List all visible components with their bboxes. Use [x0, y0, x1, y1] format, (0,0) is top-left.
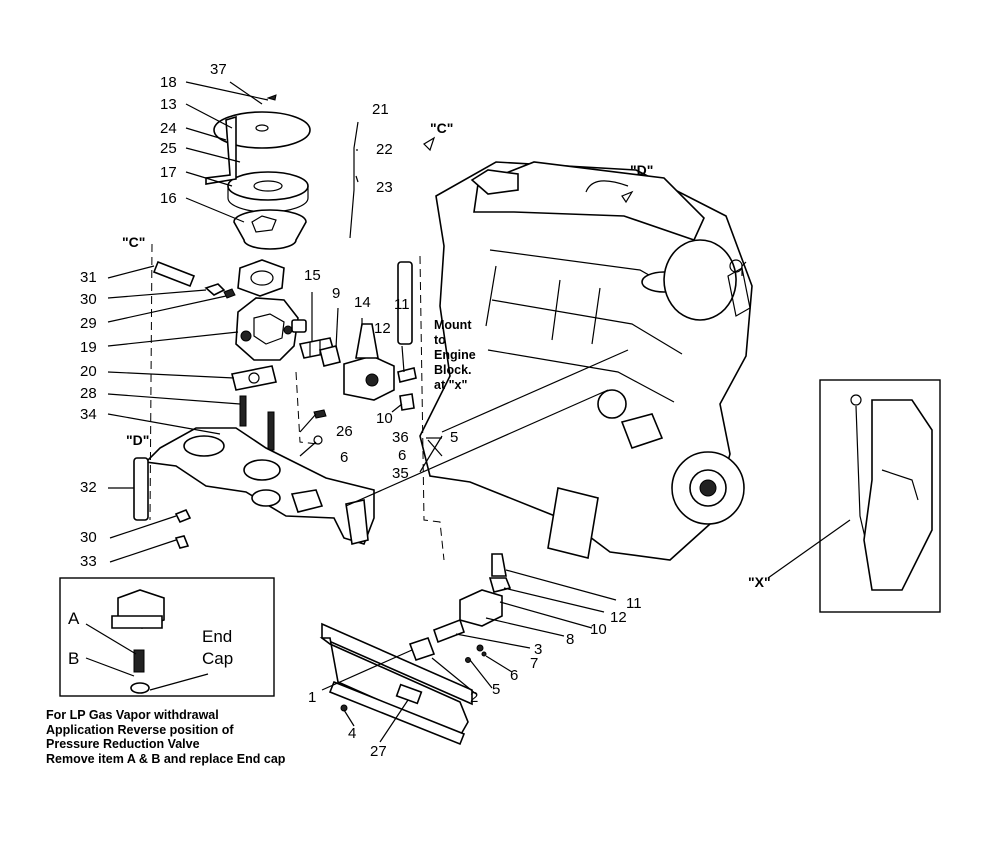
leader-lines: [85, 81, 851, 743]
callout-23: 23: [376, 179, 393, 196]
callout-37: 37: [210, 61, 227, 78]
callout-30-lower: 30: [80, 529, 97, 546]
fitting-33: [174, 535, 190, 549]
callout-7: 7: [530, 655, 539, 672]
mixer-gasket: [237, 259, 285, 297]
regulator-14: [343, 323, 395, 401]
mount-note: Mount to Engine Block. at "x": [434, 318, 476, 393]
footer-note: For LP Gas Vapor withdrawal Application …: [46, 708, 285, 766]
callout-14: 14: [354, 294, 371, 311]
callout-10-lower: 10: [590, 621, 607, 638]
valve-8: [408, 589, 503, 662]
callout-4: 4: [348, 725, 357, 742]
callout-16: 16: [160, 190, 177, 207]
fitting-30-lower: [174, 508, 192, 524]
air-cleaner-base: [233, 209, 307, 250]
callout-6-middle: 6: [398, 447, 407, 464]
callout-24: 24: [160, 120, 177, 137]
footer-note-line-4: Remove item A & B and replace End cap: [46, 751, 286, 766]
callout-3: 3: [534, 641, 543, 658]
callout-12-lower: 12: [610, 609, 627, 626]
callout-a: A: [68, 609, 80, 628]
callout-9: 9: [332, 285, 341, 302]
callout-8: 8: [566, 631, 575, 648]
hose-32: [133, 457, 149, 521]
nut-26: [313, 409, 327, 445]
fitting-10: [399, 393, 415, 411]
callout-13: 13: [160, 96, 177, 113]
callout-22: 22: [376, 141, 393, 158]
inset-box: [59, 577, 275, 697]
mount-note-line-3: Engine: [434, 348, 476, 362]
direction-d-top: "D": [630, 162, 654, 178]
callout-18: 18: [160, 74, 177, 91]
end-cap-label-line-2: Cap: [202, 649, 234, 668]
callout-35: 35: [392, 465, 409, 482]
footer-note-line-1: For LP Gas Vapor withdrawal: [46, 708, 219, 722]
dashed-guides: [149, 243, 445, 561]
direction-x-detail: "X": [748, 574, 771, 590]
footer-note-line-3: Pressure Reduction Valve: [46, 737, 200, 751]
adapter-gasket: [231, 365, 277, 391]
wing-nut: [266, 94, 277, 101]
callout-36: 36: [392, 429, 409, 446]
direction-arrows: [423, 136, 634, 204]
callout-27: 27: [370, 743, 387, 760]
mount-note-line-2: to: [434, 333, 446, 347]
fuel-line-11: [397, 261, 413, 345]
callout-1: 1: [308, 689, 317, 706]
mount-note-line-1: Mount: [434, 318, 472, 332]
intake-manifold: [144, 427, 375, 545]
callout-34: 34: [80, 406, 97, 423]
callout-6-upper: 6: [340, 449, 349, 466]
air-cleaner-element: [227, 171, 309, 213]
callout-11-upper: 11: [394, 296, 410, 313]
mount-note-line-4: Block.: [434, 363, 472, 377]
callout-5-lower: 5: [492, 681, 501, 698]
direction-d-left: "D": [126, 432, 150, 448]
callout-25: 25: [160, 140, 177, 157]
callout-33: 33: [80, 553, 97, 570]
air-cleaner-cover: [213, 111, 311, 149]
callout-32: 32: [80, 479, 97, 496]
callout-15: 15: [304, 267, 321, 284]
callout-11-lower: 11: [626, 595, 642, 612]
mounting-plate: [319, 622, 473, 746]
callout-28: 28: [80, 385, 97, 402]
callout-19: 19: [80, 339, 97, 356]
bracket-12: [397, 367, 417, 383]
callout-b: B: [68, 649, 80, 668]
air-cleaner-bracket: [205, 115, 237, 185]
mount-note-line-5: at "x": [434, 378, 468, 392]
small-fasteners: [340, 644, 487, 712]
callout-6-lower: 6: [510, 667, 519, 684]
hose-11-lower: [488, 553, 512, 593]
callout-5-upper: 5: [450, 429, 459, 446]
callout-2: 2: [470, 689, 479, 706]
callout-10-upper: 10: [376, 410, 393, 427]
callout-12-upper: 12: [374, 320, 391, 337]
end-cap-label-line-1: End: [202, 627, 233, 646]
detail-x-frame: [819, 379, 941, 613]
callout-30-upper: 30: [80, 291, 97, 308]
hose-31: [152, 260, 196, 288]
callout-21: 21: [372, 101, 389, 118]
adapter-9: [319, 345, 341, 367]
callout-20: 20: [80, 363, 97, 380]
engine-block: [419, 161, 753, 561]
callout-26: 26: [336, 423, 353, 440]
callout-17: 17: [160, 164, 177, 181]
mixer-body: [235, 297, 307, 361]
callout-29: 29: [80, 315, 97, 332]
inlet-fitting: [204, 283, 236, 299]
direction-c-left: "C": [122, 234, 146, 250]
direction-c-top: "C": [430, 120, 454, 136]
callout-31: 31: [80, 269, 97, 286]
footer-note-line-2: Application Reverse position of: [46, 722, 234, 737]
